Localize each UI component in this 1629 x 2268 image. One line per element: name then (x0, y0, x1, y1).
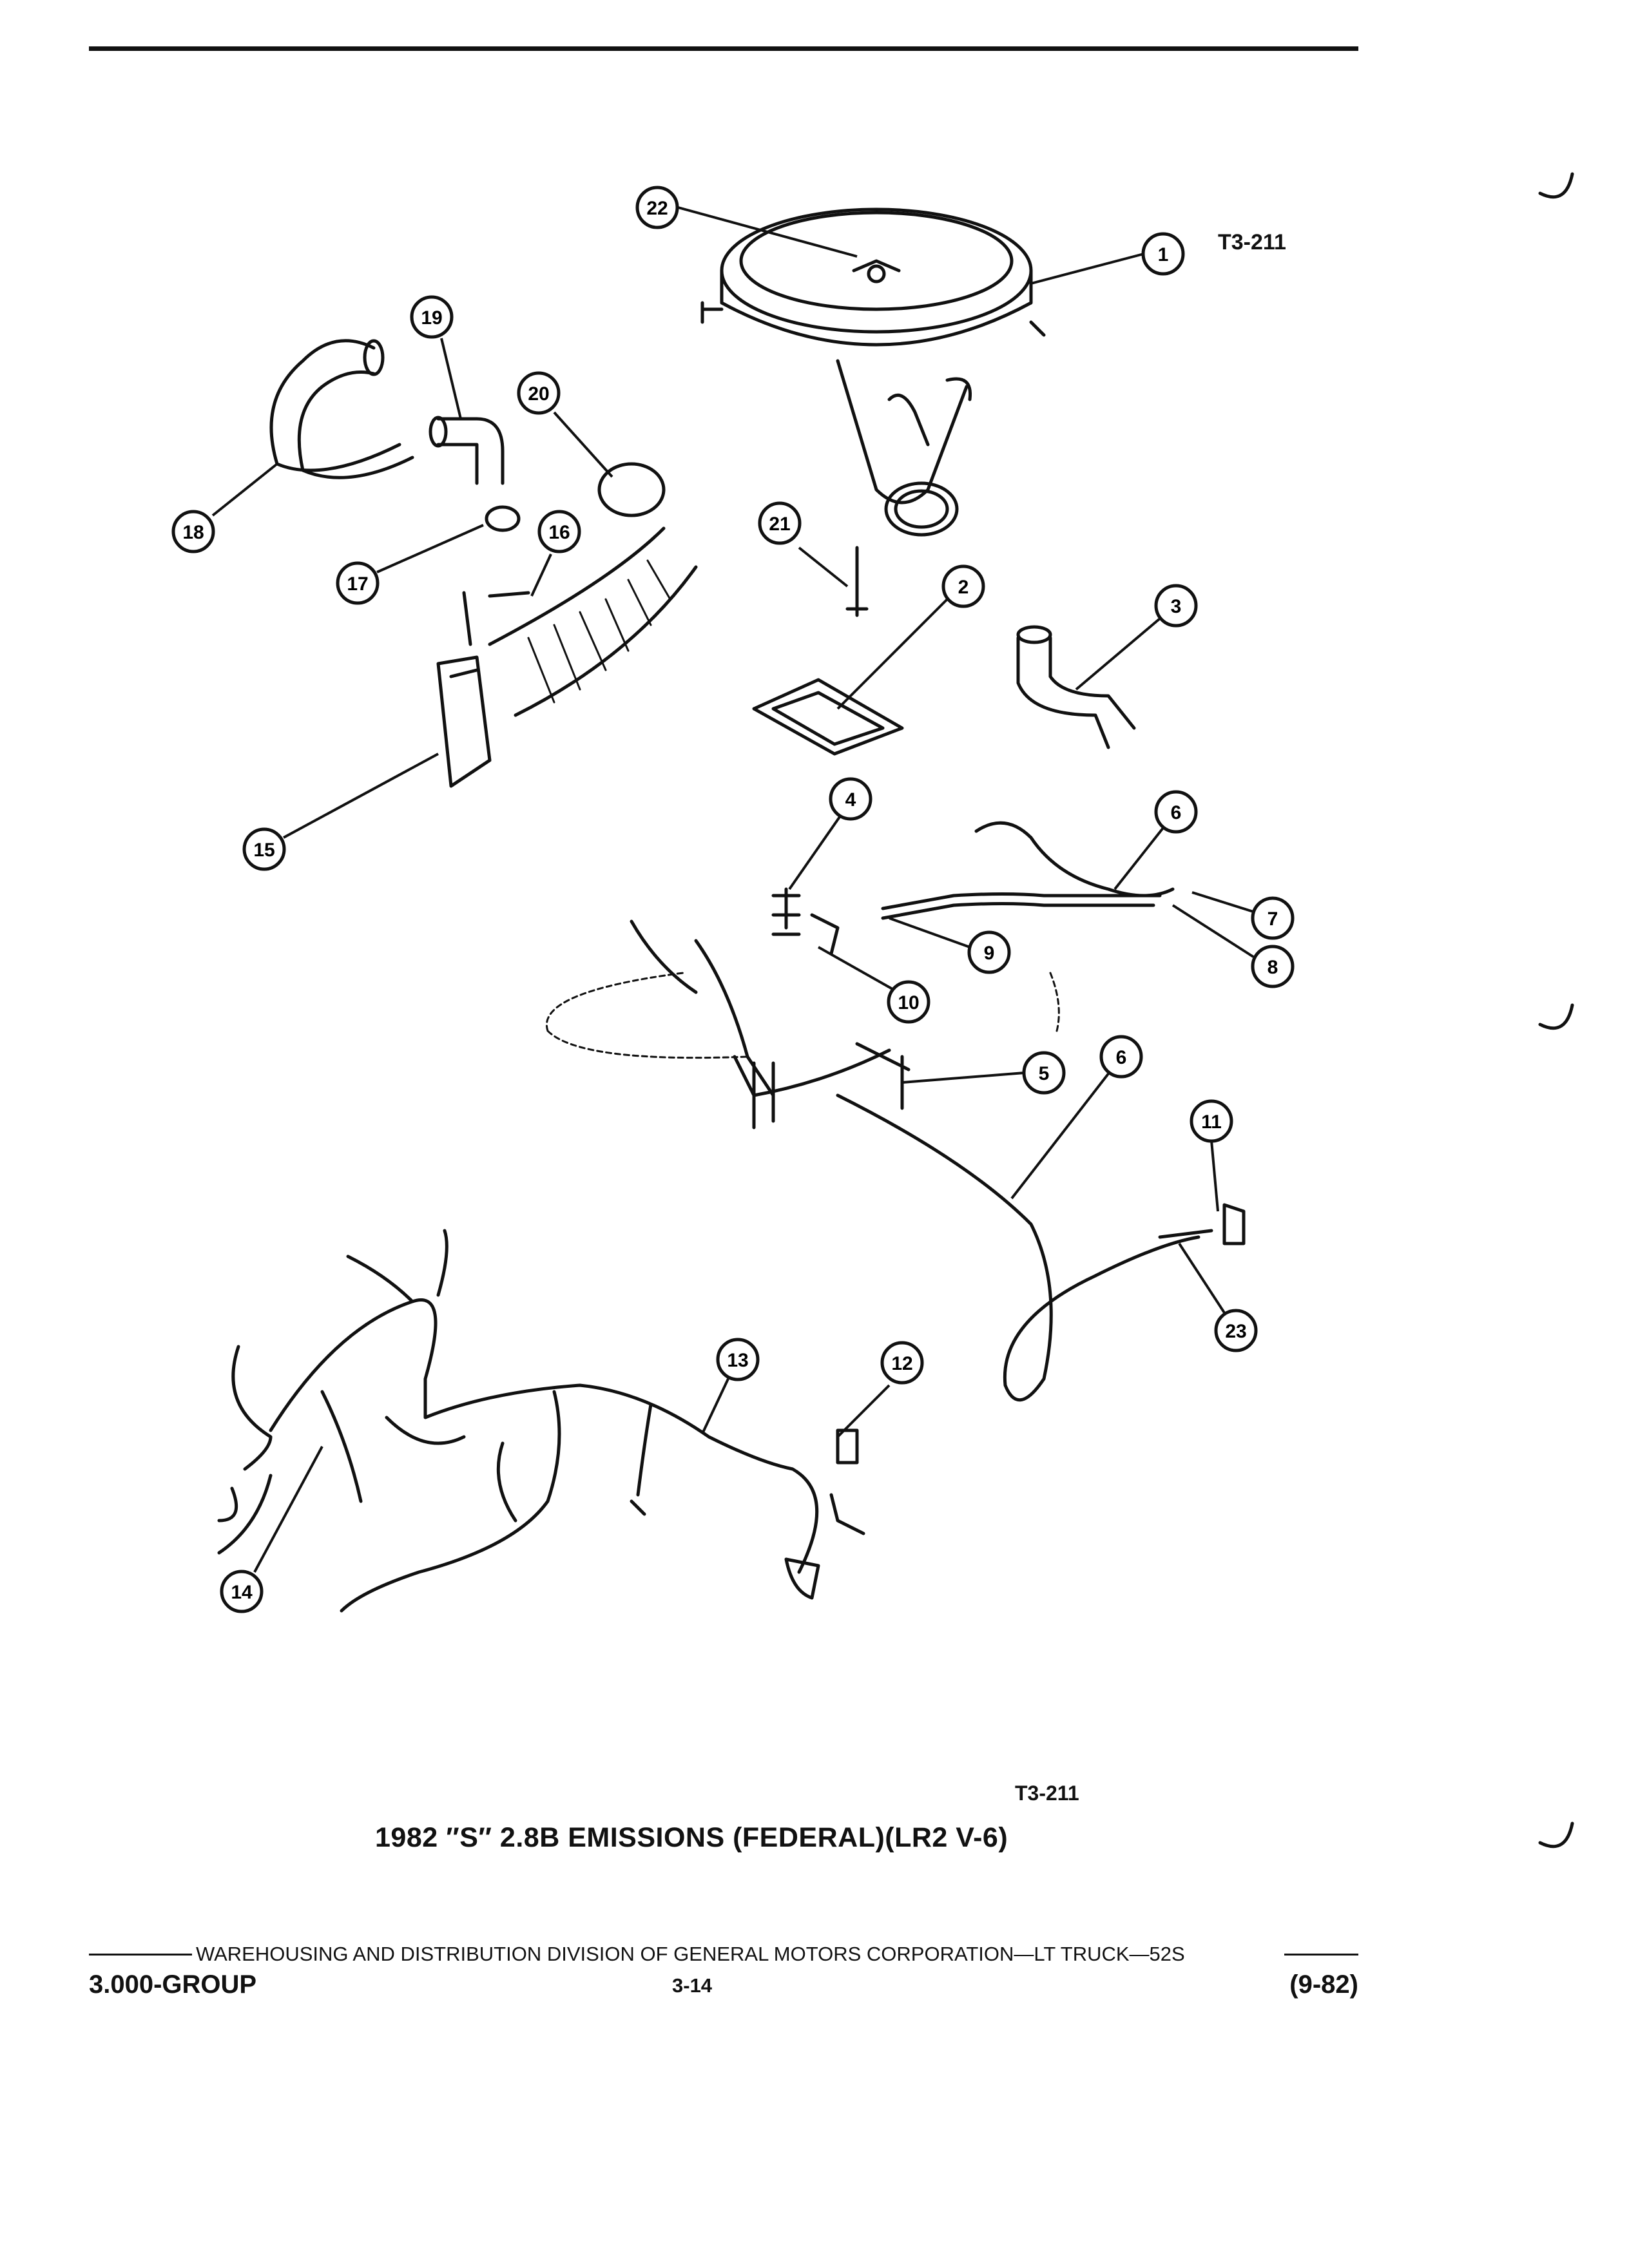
callout-17: 17 (336, 561, 380, 605)
page-number: 3-14 (672, 1974, 713, 1997)
footer: 3.000-GROUP 3-14 (9-82) (89, 1970, 1358, 2003)
svg-text:21: 21 (769, 514, 790, 535)
screw-16 (488, 591, 530, 598)
callout-6-lower: 6 (1099, 1035, 1143, 1079)
hose-6 (836, 1093, 1200, 1402)
svg-text:11: 11 (1201, 1111, 1222, 1133)
hose-18 (269, 339, 414, 479)
callout-3: 3 (1154, 584, 1198, 628)
callout-22: 22 (635, 186, 679, 229)
callout-12: 12 (880, 1341, 924, 1385)
connector-11 (1222, 1203, 1246, 1245)
callout-6-upper: 6 (1154, 790, 1198, 834)
callout-15: 15 (242, 827, 286, 871)
svg-text:2: 2 (958, 577, 969, 598)
svg-text:15: 15 (253, 840, 275, 861)
svg-text:6: 6 (1116, 1047, 1127, 1068)
vacuum-lines (546, 821, 1175, 1129)
figure-ref-top: T3-211 (1218, 230, 1286, 255)
callout-10: 10 (887, 980, 930, 1024)
callout-21: 21 (758, 501, 802, 545)
svg-text:13: 13 (727, 1350, 748, 1371)
stud-21 (845, 546, 869, 617)
svg-text:14: 14 (231, 1582, 253, 1603)
group-id: 3.000-GROUP (89, 1970, 257, 1999)
svg-text:16: 16 (548, 522, 570, 543)
svg-text:5: 5 (1039, 1063, 1050, 1084)
elbow-19 (436, 417, 505, 485)
wiring-harness (217, 1229, 865, 1613)
callout-14: 14 (220, 1570, 264, 1613)
callout-11: 11 (1190, 1099, 1233, 1143)
svg-text:20: 20 (528, 383, 549, 405)
svg-text:22: 22 (646, 198, 668, 219)
svg-text:18: 18 (182, 522, 204, 543)
clamp-20 (597, 462, 666, 517)
callout-16: 16 (537, 510, 581, 553)
date-code: (9-82) (1289, 1970, 1358, 1999)
callout-5: 5 (1022, 1051, 1066, 1095)
callout-9: 9 (967, 930, 1011, 974)
svg-text:7: 7 (1268, 908, 1278, 930)
callout-19: 19 (410, 295, 454, 339)
svg-text:9: 9 (984, 943, 995, 964)
svg-text:17: 17 (347, 573, 368, 595)
svg-text:4: 4 (845, 789, 856, 811)
callout-20: 20 (517, 371, 561, 415)
binding-mark (1538, 1003, 1574, 1030)
grommet-17 (485, 505, 521, 532)
publisher-text: WAREHOUSING AND DISTRIBUTION DIVISION OF… (196, 1943, 1185, 1965)
svg-text:23: 23 (1225, 1321, 1246, 1342)
svg-text:8: 8 (1268, 957, 1278, 978)
svg-text:12: 12 (891, 1353, 912, 1374)
callout-18: 18 (171, 510, 215, 553)
binding-mark (1538, 172, 1574, 199)
svg-text:3: 3 (1171, 596, 1182, 617)
svg-text:19: 19 (421, 307, 442, 329)
duct-15 (436, 526, 698, 788)
svg-text:6: 6 (1171, 802, 1182, 823)
publisher-line: WAREHOUSING AND DISTRIBUTION DIVISION OF… (89, 1943, 1358, 1966)
callout-1: 1 (1141, 232, 1185, 276)
gasket-2 (752, 678, 904, 756)
callout-2: 2 (941, 564, 985, 608)
air-cleaner-assembly (700, 207, 1046, 537)
svg-text:1: 1 (1158, 244, 1169, 265)
figure-ref-bottom: T3-211 (1015, 1782, 1079, 1805)
callout-7: 7 (1251, 896, 1295, 940)
figure-caption: 1982 ″S″ 2.8B EMISSIONS (FEDERAL)(LR2 V-… (375, 1822, 1008, 1853)
callout-8: 8 (1251, 945, 1295, 988)
callout-4: 4 (829, 777, 872, 821)
footer-dash-right (1284, 1953, 1358, 1956)
top-rule (89, 46, 1358, 51)
footer-dash-left (89, 1953, 192, 1956)
callout-13: 13 (716, 1338, 760, 1381)
svg-text:10: 10 (898, 992, 919, 1014)
leader-lines (211, 205, 1255, 1573)
callout-23: 23 (1214, 1309, 1258, 1352)
binding-mark (1538, 1821, 1574, 1849)
hose-3 (1016, 636, 1136, 749)
